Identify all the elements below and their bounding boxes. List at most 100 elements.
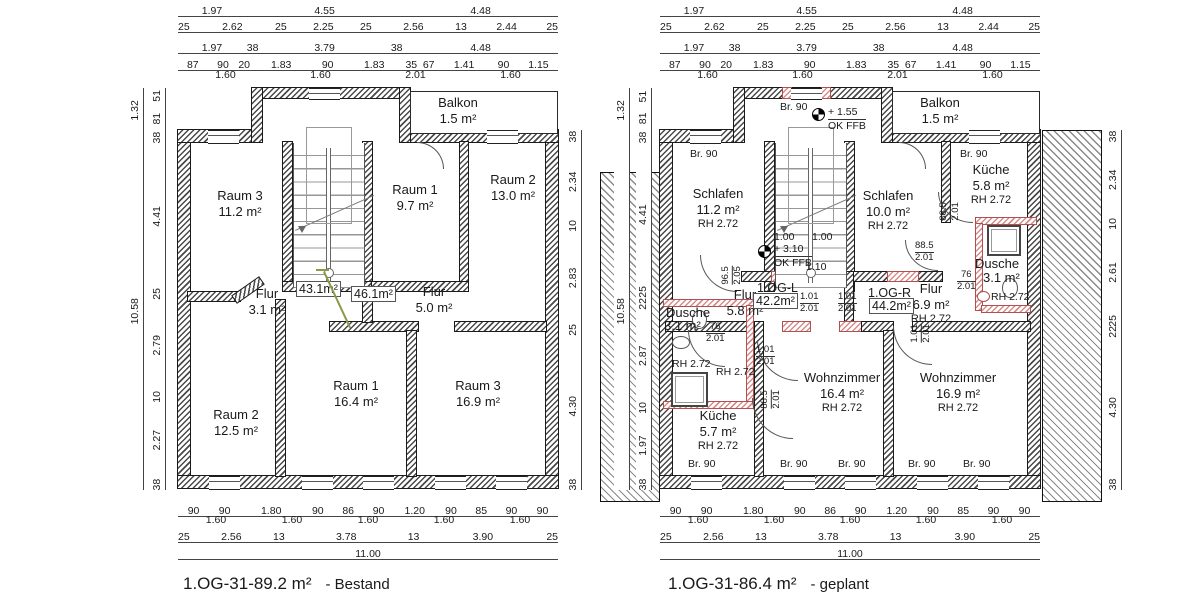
dimension-value: 87	[668, 58, 681, 71]
window-mark	[691, 476, 722, 490]
dimension-value: 38	[1107, 130, 1119, 143]
dimension-value: 1.60	[509, 514, 531, 526]
stair-arrow-icon	[780, 226, 788, 233]
dimension-value: 67	[904, 58, 917, 71]
dimension-value: 51	[151, 90, 163, 103]
dimension-value: 90	[218, 504, 231, 517]
window-mark	[845, 476, 876, 490]
new-wall	[887, 271, 919, 282]
dimension-value: 22	[637, 297, 649, 310]
door-dimension: 76 2.01	[706, 321, 725, 344]
lintel-label: Br. 90	[908, 458, 936, 470]
wall	[844, 271, 854, 332]
window-mark	[209, 476, 240, 490]
dimension-value: 2.83	[567, 267, 579, 288]
room-label: Dusche	[975, 256, 1020, 271]
window-mark	[435, 476, 466, 490]
dimension-value: 1.97	[201, 4, 223, 17]
dimension-value: 2.56	[221, 530, 242, 543]
dimension-value: 38	[151, 477, 163, 490]
dimension-value: 38	[567, 477, 579, 490]
plan-variant-label: - Bestand	[325, 576, 390, 593]
dimension-value: 1.60	[205, 514, 227, 526]
balcony-outline	[892, 91, 1040, 134]
room-label: Schlafen 10.0 m² RH 2.72	[862, 188, 914, 232]
dimension-value: 10	[1107, 218, 1119, 230]
new-wall	[975, 217, 1037, 225]
dimension-label: 1.10	[806, 261, 827, 273]
stair-datum-icon	[806, 268, 816, 278]
plan-title-text: 1.OG-31-89.2 m²	[183, 574, 312, 593]
new-wall	[981, 305, 1031, 313]
dimension-value: 25	[567, 324, 579, 336]
wall	[941, 141, 951, 223]
dimension-value: 1.41	[453, 58, 475, 71]
dimension-value: 13	[455, 20, 467, 33]
dimension-value: 38	[390, 41, 403, 54]
dimension-value: 10.58	[615, 298, 627, 325]
dimension-value: 1.60	[310, 69, 331, 81]
room-label-balkon: Balkon 1.5 m²	[438, 95, 478, 126]
dimension-value: 38	[637, 478, 649, 490]
dimension-value: 38	[872, 41, 885, 54]
wall-stairwell-bay	[881, 87, 893, 143]
window-mark	[917, 476, 948, 490]
dimension-value: 2.34	[1107, 170, 1119, 191]
dimension-column-outer: 1.32 10.58	[614, 88, 630, 490]
dimension-value: 3.79	[796, 41, 817, 54]
dimension-value: 35	[887, 58, 900, 71]
wall	[912, 321, 1031, 332]
dimension-value: 81	[637, 111, 649, 124]
plan-title: 1.OG-31-89.2 m² - Bestand	[183, 574, 390, 594]
dimension-value: 90	[445, 504, 457, 517]
dimension-value: 4.41	[637, 204, 649, 225]
dimension-value: 13	[407, 530, 420, 543]
dimension-value: 4.48	[952, 41, 973, 54]
dimension-value: 13	[755, 530, 767, 543]
dimension-value: 2.27	[151, 430, 163, 451]
dimension-value: 1.60	[433, 514, 455, 526]
dimension-value: 51	[637, 90, 649, 103]
door-dimension: 96.5 2.05	[719, 266, 744, 285]
plan-title: 1.OG-31-86.4 m² - geplant	[668, 574, 869, 594]
plan-title-text: 1.OG-31-86.4 m²	[668, 574, 797, 593]
plan-variant-label: - geplant	[810, 576, 869, 593]
dimension-value: 20	[720, 58, 732, 71]
dimension-value: 3.78	[817, 530, 839, 543]
lintel-label: Br. 90	[838, 458, 866, 470]
new-wall	[782, 87, 792, 99]
dimension-value: 4.30	[1107, 397, 1119, 419]
dimension-value: 90	[793, 504, 806, 517]
dimension-value: 1.32	[615, 100, 627, 121]
dimension-value: 25	[660, 530, 672, 543]
sink-icon	[672, 336, 690, 349]
dimension-value: 25	[178, 20, 190, 33]
leader-tick	[316, 269, 329, 271]
dimension-value: 90	[854, 504, 867, 517]
dimension-value: 1.60	[915, 514, 937, 526]
neighbour-wall-hatch	[1042, 130, 1102, 502]
new-wall	[839, 321, 863, 332]
lintel-label: Br. 90	[690, 148, 718, 160]
dimension-value: 1.80	[260, 504, 282, 517]
room-label: Flur 5.8 m²	[726, 287, 764, 318]
lintel-label: Br. 90	[963, 458, 991, 470]
window-mark	[309, 88, 340, 100]
dimension-value: 1.97	[201, 41, 223, 54]
wall	[329, 321, 419, 332]
lintel-label: Br. 90	[780, 458, 808, 470]
room-label: Küche 5.8 m² RH 2.72	[970, 162, 1012, 206]
dimension-value: 10	[151, 391, 163, 404]
